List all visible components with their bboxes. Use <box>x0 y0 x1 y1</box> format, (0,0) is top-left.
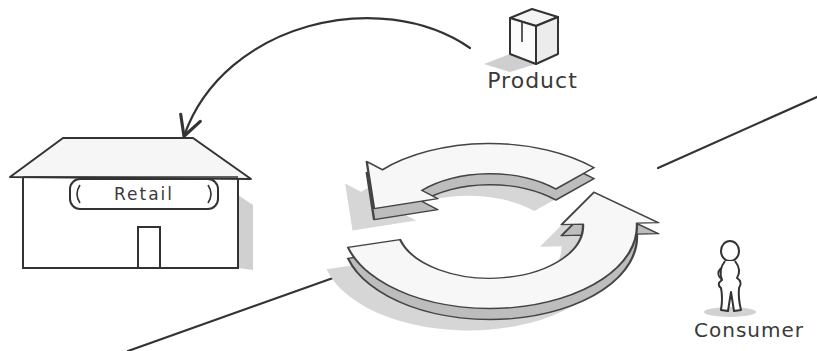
consumer-node: Consumer <box>685 240 813 350</box>
flow-arrow <box>184 18 470 135</box>
product-node: Product <box>470 6 595 98</box>
ground-line <box>658 97 817 168</box>
retail-node: Retail <box>8 135 253 270</box>
node-label: Product <box>470 68 595 93</box>
node-label: Retail <box>70 184 218 204</box>
node-label: Consumer <box>685 318 813 342</box>
cycle-symbol <box>326 143 658 330</box>
